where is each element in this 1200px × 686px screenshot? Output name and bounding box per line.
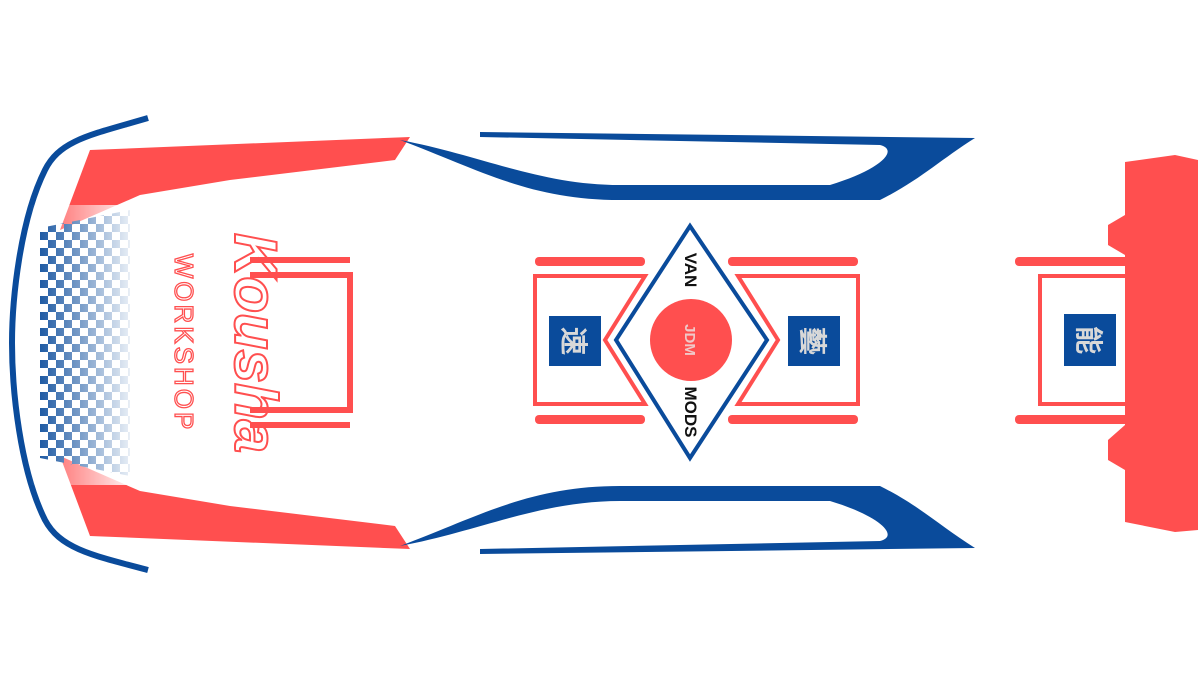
front-stripes xyxy=(250,257,353,428)
workshop-logo: Kousha WORKSHOP xyxy=(168,232,290,454)
workshop-label: WORKSHOP xyxy=(169,254,199,433)
kanji-wing: 能 xyxy=(1072,326,1105,354)
front-red-upper xyxy=(60,137,410,230)
badge-top-text: VAN xyxy=(681,253,700,288)
red-circle xyxy=(650,299,732,381)
logo-text: Kousha xyxy=(222,233,289,453)
center-badge: 速 藝 VAN JDM MODS xyxy=(533,222,860,462)
kanji-right: 藝 xyxy=(796,327,829,355)
badge-center-text: JDM xyxy=(681,324,698,356)
roof-outline-top xyxy=(400,132,975,200)
kanji-left: 速 xyxy=(557,327,590,355)
front-red-lower xyxy=(60,456,410,549)
front-section: Kousha WORKSHOP xyxy=(8,115,410,573)
front-outline-blue xyxy=(8,115,149,573)
roof-outline-bottom xyxy=(400,486,975,554)
rear-wing: 能 xyxy=(1015,155,1198,532)
kanji-box-left xyxy=(549,316,601,366)
kanji-box-right xyxy=(788,316,840,366)
badge-bottom-text: MODS xyxy=(681,387,700,438)
